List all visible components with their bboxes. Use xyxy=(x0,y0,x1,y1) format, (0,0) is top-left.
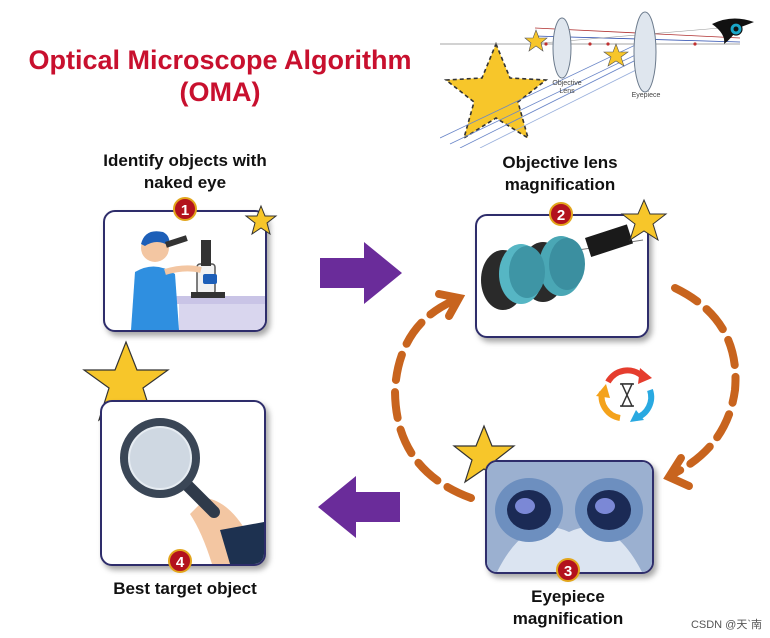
image-star-icon xyxy=(603,43,629,67)
small-star-icon xyxy=(524,29,548,52)
step-4-badge: 4 xyxy=(168,549,192,573)
objective-lens-label: Objective Lens xyxy=(552,80,582,95)
step-2-badge: 2 xyxy=(549,202,573,226)
eyepiece-label: Eyepiece xyxy=(631,92,661,99)
watermark-text: CSDN @天`南 xyxy=(690,619,762,631)
step-3-star-icon xyxy=(452,424,516,484)
step-3-label: Eyepiece magnification xyxy=(512,587,624,628)
arrow-right-icon xyxy=(320,242,402,304)
objective-lens-shape xyxy=(552,17,572,79)
step-1-star-icon xyxy=(244,204,278,236)
eye-icon xyxy=(712,18,754,44)
step-4-card xyxy=(100,400,266,566)
title-line-2: (OMA) xyxy=(179,77,261,107)
step-3-card xyxy=(485,460,654,574)
optics-ray-diagram xyxy=(440,11,754,148)
step-3-badge: 3 xyxy=(556,558,580,582)
step-1-badge: 1 xyxy=(173,197,197,221)
eyepiece-lens-shape xyxy=(633,11,657,93)
step-2-label: Objective lens magnification xyxy=(502,153,618,194)
large-star-icon xyxy=(443,41,549,140)
step-1-card xyxy=(103,210,267,332)
iteration-loop xyxy=(390,284,740,502)
cycle-hourglass-icon xyxy=(596,367,655,422)
title-line-1: Optical Microscope Algorithm xyxy=(28,45,412,75)
person-microscope-illustration xyxy=(131,231,265,330)
step-1-label: Identify objects with naked eye xyxy=(103,151,267,192)
objective-lens-illustration xyxy=(481,224,644,310)
eyepiece-illustration xyxy=(487,462,652,572)
step-4-label: Best target object xyxy=(113,579,257,598)
step-2-card xyxy=(475,214,649,338)
magnifier-illustration xyxy=(120,418,264,564)
page-title: Optical Microscope Algorithm (OMA) xyxy=(0,44,440,108)
arrow-left-icon xyxy=(318,476,400,538)
step-2-star-icon xyxy=(620,198,668,242)
